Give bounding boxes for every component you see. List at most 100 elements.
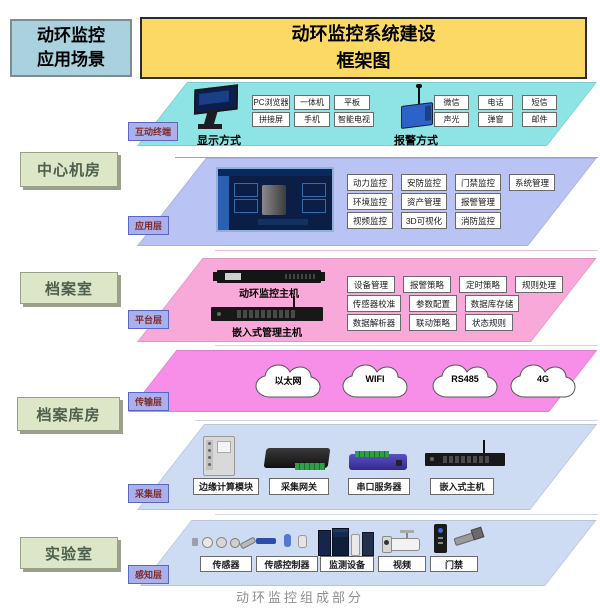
sensor-icon — [230, 538, 240, 548]
application-item-box: 系统管理 — [509, 174, 555, 191]
footer-caption: 动环监控组成部分 — [235, 590, 364, 605]
kiosk-terminal-icon — [190, 84, 239, 130]
monitoring-host-label: 动环监控主机 — [239, 289, 299, 300]
sensor-probe-icon — [239, 536, 257, 550]
platform-item-box: 数据库存储 — [465, 295, 519, 312]
separator-line — [195, 420, 598, 421]
module-terminal — [208, 449, 211, 452]
access-panel-key — [438, 537, 443, 539]
collection-device-label: 采集网关 — [269, 478, 329, 495]
alarm-item-box: 微信 — [434, 95, 469, 110]
application-item-box: 环境监控 — [347, 193, 393, 210]
layer-tag-platform: 平台层 — [128, 310, 170, 329]
separator-line — [215, 345, 598, 346]
display-item-box: 一体机 — [294, 95, 330, 110]
collection-device-label: 边缘计算模块 — [193, 478, 259, 495]
embedded-management-host-label: 嵌入式管理主机 — [232, 328, 302, 339]
embedded-host-icon — [425, 440, 505, 472]
platform-item-box: 联动策略 — [409, 314, 457, 331]
application-item-box: 安防监控 — [401, 174, 447, 191]
room-label-laboratory: 实验室 — [20, 537, 118, 569]
alarm-item-box: 电话 — [478, 95, 513, 110]
dashboard-bottom-strip — [258, 219, 308, 225]
platform-item-box: 设备管理 — [347, 276, 395, 293]
layer-perception: 感知层 传感器 传感控制器 监测设备 — [128, 520, 597, 586]
ethernet-cloud: 以太网 — [252, 362, 324, 402]
layer-interactive-terminal: 互动终端 显示方式 PC浏览器 一体机 平板 拼接屏 手机 智能电视 报警方式 … — [128, 82, 598, 147]
camera-icon — [380, 530, 428, 553]
platform-item-box: 数据解析器 — [347, 314, 401, 331]
collection-gateway-icon — [263, 446, 331, 472]
access-control-icon-group — [432, 524, 486, 554]
cloud-label: 4G — [536, 374, 549, 384]
door-lock-icon — [470, 526, 485, 541]
scenario-line2: 应用场景 — [37, 50, 105, 69]
cloud-label: RS485 — [451, 374, 479, 384]
cabinet-icon — [332, 528, 349, 556]
alarm-antenna-tip — [416, 84, 422, 88]
display-item-box: 平板 — [334, 95, 370, 110]
platform-item-box: 定时策略 — [459, 276, 507, 293]
module-terminal — [208, 442, 211, 445]
host-chassis — [425, 453, 505, 466]
monitoring-host-vents — [285, 274, 315, 279]
platform-item-box: 状态规则 — [465, 314, 513, 331]
edge-computing-module-icon — [203, 436, 235, 476]
alarm-device-body — [401, 102, 433, 129]
layer-tag-collection: 采集层 — [128, 484, 170, 503]
application-item-box: 消防监控 — [455, 212, 501, 229]
platform-item-box: 报警策略 — [403, 276, 451, 293]
cloud-shape — [432, 364, 498, 398]
rs485-cloud: RS485 — [429, 362, 501, 402]
display-item-box: 手机 — [294, 112, 330, 127]
layer-transport: 传输层 以太网 WIFI RS485 4G — [128, 350, 598, 412]
layer-tag-application: 应用层 — [128, 216, 170, 235]
diagram-title-line1: 动环监控系统建设 — [291, 24, 436, 44]
host-ports — [443, 456, 489, 463]
module-sticker — [217, 441, 231, 453]
application-item-box: 视频监控 — [347, 212, 393, 229]
sensor-icon — [216, 537, 227, 548]
cylinder-device-icon — [351, 534, 360, 556]
host-ports — [237, 310, 297, 318]
room-label-archive-warehouse: 档案库房 — [17, 397, 120, 431]
display-mode-caption: 显示方式 — [197, 135, 241, 147]
collection-device-label: 嵌入式主机 — [430, 478, 494, 495]
controller-capsule-icon — [284, 534, 291, 547]
layer-platform: 平台层 动环监控主机 嵌入式管理主机 设备管理 报警策略 定时策略 规则处理 传… — [128, 258, 597, 342]
alarm-item-box: 声光 — [434, 112, 469, 127]
camera-lens — [384, 540, 389, 545]
serial-server-icon — [349, 450, 407, 472]
monitoring-host-icon — [213, 270, 325, 283]
layer-application: 应用层 动力监控 安防监控 门禁监控 系统管理 环境监控 资产管理 报警管理 视… — [128, 158, 597, 246]
dashboard-panel — [302, 183, 326, 197]
cabinet-icon — [318, 530, 331, 556]
serial-server-body — [349, 454, 407, 470]
alarm-mode-caption: 报警方式 — [394, 135, 438, 147]
perception-device-label: 传感控制器 — [256, 556, 318, 572]
perception-device-label: 视频 — [378, 556, 426, 572]
alarm-item-box: 邮件 — [522, 112, 557, 127]
cloud-label: WIFI — [365, 374, 385, 384]
alarm-item-box: 弹窗 — [478, 112, 513, 127]
sensor-icon — [202, 537, 213, 548]
separator-line — [175, 157, 598, 158]
serial-terminal-strip — [355, 451, 389, 457]
application-item-box: 3D可视化 — [401, 212, 447, 229]
alarm-item-box: 短信 — [522, 95, 557, 110]
monitoring-equipment-icon-group — [318, 526, 374, 556]
room-label-central-machine-room: 中心机房 — [20, 152, 118, 187]
controller-bar-icon — [256, 538, 276, 544]
dashboard-sidebar — [218, 176, 229, 230]
host-antenna — [483, 440, 485, 453]
camera-bracket — [400, 530, 414, 533]
room-label-archives-room: 档案室 — [20, 272, 118, 304]
application-item-box: 动力监控 — [347, 174, 393, 191]
module-terminal — [208, 463, 211, 466]
dashboard-panel — [302, 199, 326, 213]
kiosk-base — [198, 124, 222, 129]
tower-device-icon — [362, 532, 374, 556]
perception-device-label: 门禁 — [430, 556, 478, 572]
monitoring-host-label-plate — [225, 273, 241, 280]
scenario-line1: 动环监控 — [37, 26, 105, 46]
